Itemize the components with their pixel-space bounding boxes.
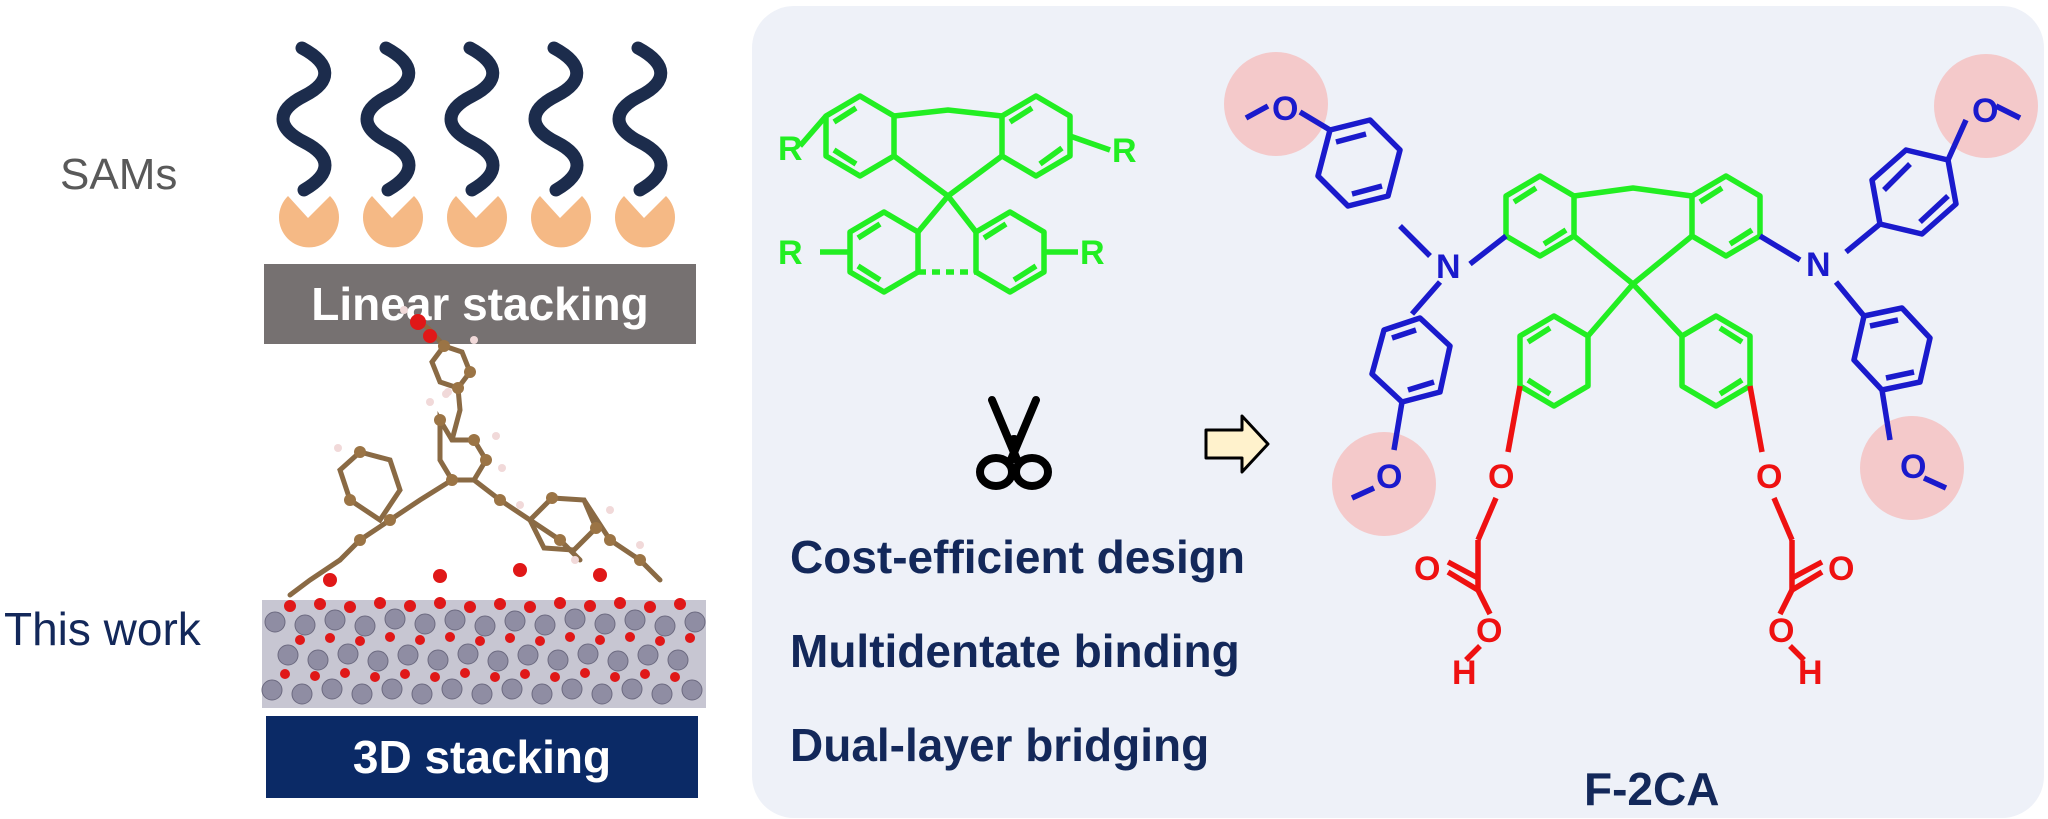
sam-chain-3 bbox=[444, 41, 500, 197]
molecular-model bbox=[261, 306, 706, 708]
oxygen-label: O bbox=[1828, 550, 1854, 588]
oxygen-label: O bbox=[1376, 458, 1402, 496]
oxygen-label: O bbox=[1272, 90, 1298, 128]
arrow-right-icon bbox=[1204, 414, 1270, 474]
anchor-icon bbox=[447, 196, 507, 248]
r-group-label: R bbox=[1112, 132, 1137, 170]
anchor-icon bbox=[531, 196, 591, 248]
sam-chains bbox=[276, 41, 668, 197]
oxygen-label: O bbox=[1900, 448, 1926, 486]
r-group-label: R bbox=[1080, 234, 1105, 272]
nitrogen-label: N bbox=[1806, 246, 1831, 284]
feature-multidentate: Multidentate binding bbox=[790, 625, 1240, 677]
molecule-atoms bbox=[344, 340, 646, 566]
anchor-icon bbox=[279, 196, 340, 248]
f2ca-amine-arms bbox=[1244, 103, 2022, 501]
oxygen-label: O bbox=[1476, 612, 1502, 650]
oxygen-label: O bbox=[1768, 612, 1794, 650]
r-group-labels: R R R R bbox=[778, 130, 1137, 272]
oxygen-label: O bbox=[1972, 92, 1998, 130]
r-group-label: R bbox=[778, 130, 803, 168]
oxide-slab bbox=[261, 597, 706, 708]
molecule-oxygens bbox=[323, 314, 607, 587]
compound-name: F-2CA bbox=[1584, 763, 1720, 815]
sam-chain-5 bbox=[612, 41, 668, 197]
sam-chain-2 bbox=[360, 41, 416, 197]
oxygen-label: O bbox=[1756, 458, 1782, 496]
feature-dual-layer: Dual-layer bridging bbox=[790, 719, 1210, 771]
anchor-icon bbox=[614, 196, 675, 248]
anchor-icon bbox=[363, 196, 424, 248]
f2ca-fluorene-core bbox=[1503, 173, 1763, 409]
molecule-hydrogens bbox=[334, 306, 644, 564]
linear-stacking-bar: Linear stacking bbox=[264, 264, 696, 344]
3d-stacking-bar: 3D stacking bbox=[266, 716, 698, 798]
oxygen-label: O bbox=[1414, 550, 1440, 588]
r-group-label: R bbox=[778, 234, 803, 272]
adsorbed-molecule bbox=[287, 317, 663, 598]
sam-chain-4 bbox=[528, 41, 584, 197]
sam-anchors bbox=[279, 196, 675, 248]
this-work-label: This work bbox=[4, 603, 201, 655]
nitrogen-label: N bbox=[1436, 248, 1461, 286]
f2ca-red-atoms: O O O O O O H H bbox=[1414, 458, 1854, 692]
sams-label: SAMs bbox=[60, 150, 178, 199]
oxygen-label: O bbox=[1488, 458, 1514, 496]
sam-chain-1 bbox=[276, 41, 332, 197]
scissors-icon bbox=[976, 396, 1052, 490]
feature-cost-efficient: Cost-efficient design bbox=[790, 531, 1245, 583]
hydrogen-label: H bbox=[1452, 654, 1477, 692]
hydrogen-label: H bbox=[1798, 654, 1823, 692]
f2ca-carboxyl-arms bbox=[1446, 385, 1824, 662]
f2ca-blue-atoms: N N O O O O bbox=[1272, 90, 1998, 496]
spirobifluorene-core bbox=[797, 93, 1111, 295]
methoxy-highlights bbox=[1224, 52, 2038, 536]
